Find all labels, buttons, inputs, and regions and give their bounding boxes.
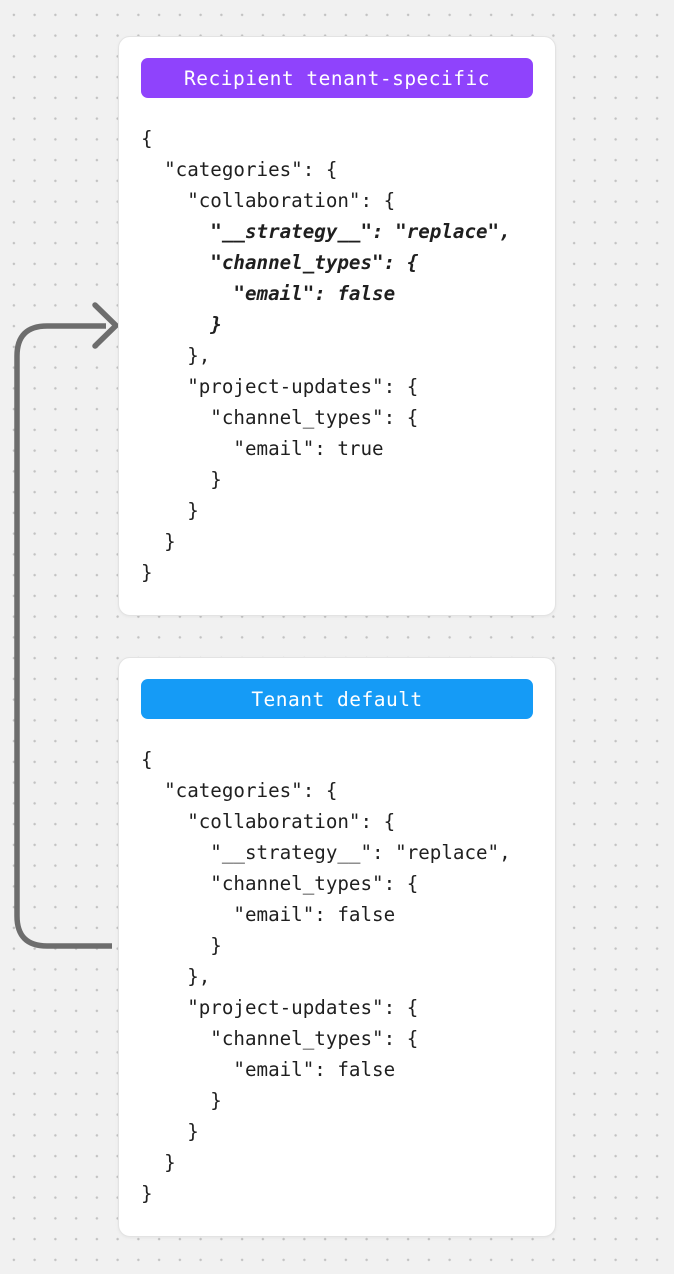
code-line: "email": true [141, 437, 384, 460]
code-line: } [141, 530, 176, 553]
code-line: } [141, 561, 153, 584]
code-line: "email": false [141, 282, 396, 305]
code-line: "project-updates": { [141, 996, 419, 1019]
code-line: }, [141, 344, 211, 367]
code-line: { [141, 748, 153, 771]
code-line: "channel_types": { [141, 872, 419, 895]
code-line: "email": false [141, 903, 396, 926]
json-code-block: { "categories": { "collaboration": { "__… [141, 123, 533, 588]
code-line: "categories": { [141, 158, 338, 181]
code-line: } [141, 313, 222, 336]
flow-arrowhead-icon [92, 302, 119, 349]
code-line: "collaboration": { [141, 189, 396, 212]
code-line: } [141, 934, 222, 957]
code-line: "channel_types": { [141, 406, 419, 429]
code-line: } [141, 1182, 153, 1205]
flow-arrow-line [14, 323, 112, 949]
recipient-tenant-specific-badge: Recipient tenant-specific [141, 58, 533, 98]
tenant-default-badge: Tenant default [141, 679, 533, 719]
code-line: "email": false [141, 1058, 396, 1081]
code-line: "channel_types": { [141, 251, 419, 274]
code-line: "collaboration": { [141, 810, 396, 833]
code-line: }, [141, 965, 211, 988]
code-line: "project-updates": { [141, 375, 419, 398]
code-line: "channel_types": { [141, 1027, 419, 1050]
code-line: } [141, 468, 222, 491]
code-line: } [141, 1089, 222, 1112]
code-line: "__strategy__": "replace", [141, 220, 511, 243]
code-line: } [141, 1151, 176, 1174]
code-line: "__strategy__": "replace", [141, 841, 511, 864]
flow-arrow [14, 302, 119, 949]
tenant-default-card: Tenant default { "categories": { "collab… [118, 657, 556, 1237]
code-line: } [141, 1120, 199, 1143]
json-code-block: { "categories": { "collaboration": { "__… [141, 744, 533, 1209]
recipient-tenant-specific-card: Recipient tenant-specific { "categories"… [118, 36, 556, 616]
code-line: { [141, 127, 153, 150]
code-line: "categories": { [141, 779, 338, 802]
code-line: } [141, 499, 199, 522]
